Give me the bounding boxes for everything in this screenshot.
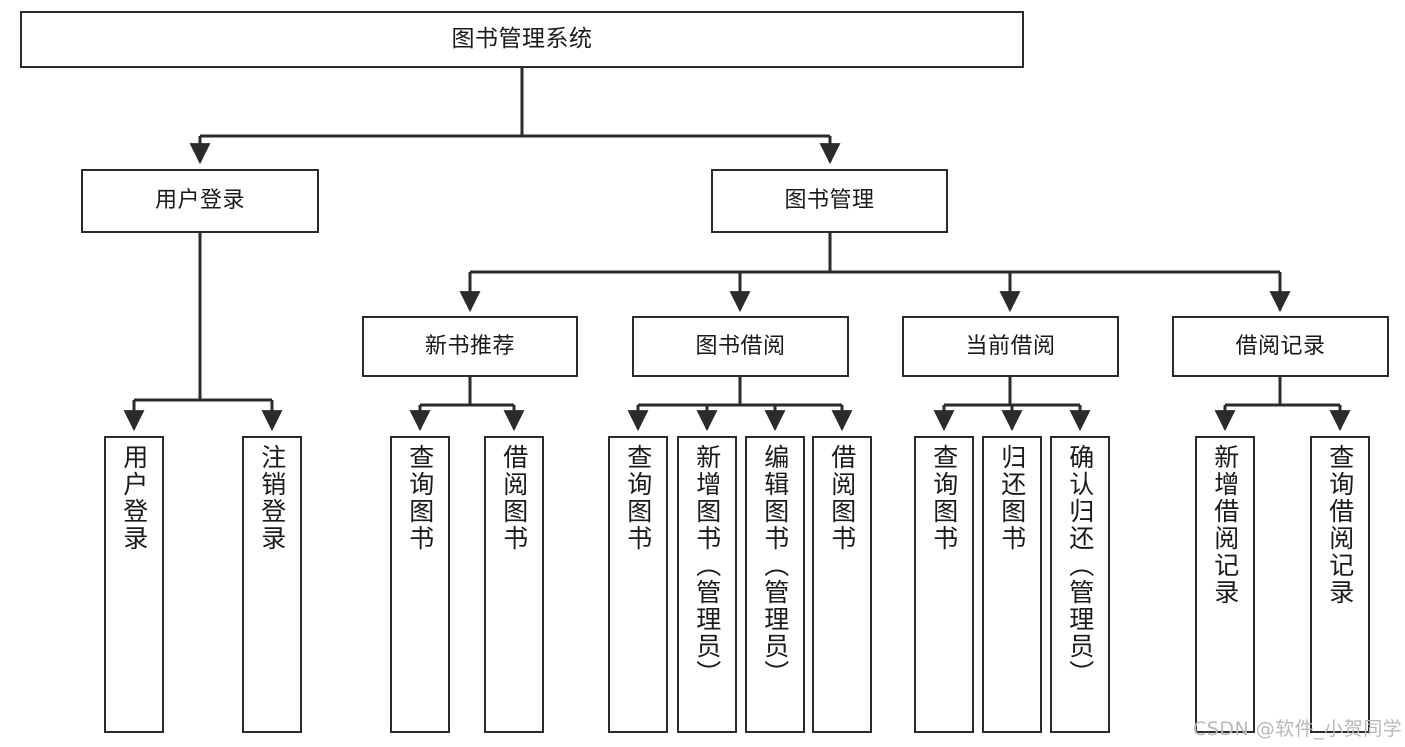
node-label: 查询图书 — [623, 444, 653, 552]
leaf-return-book[interactable]: 归还图书 — [982, 436, 1042, 733]
csdn-watermark: CSDN @软件_小贺同学 — [1193, 718, 1403, 740]
leaf-borrow-book[interactable]: 借阅图书 — [812, 436, 872, 733]
leaf-add-book-admin[interactable]: 新增图书（管理员） — [677, 436, 737, 733]
node-label: 用户登录 — [154, 188, 245, 214]
node-label: 图书管理系统 — [451, 25, 593, 52]
leaf-user-login[interactable]: 用户登录 — [104, 436, 164, 733]
leaf-edit-book-admin[interactable]: 编辑图书（管理员） — [745, 436, 805, 733]
node-new-book-recommend[interactable]: 新书推荐 — [362, 316, 578, 377]
node-label: 借阅记录 — [1235, 333, 1326, 359]
node-label: 新增借阅记录 — [1210, 444, 1240, 606]
leaf-confirm-return-admin[interactable]: 确认归还（管理员） — [1050, 436, 1110, 733]
node-label: 新书推荐 — [424, 333, 515, 359]
leaf-borrow-book-new[interactable]: 借阅图书 — [484, 436, 544, 733]
node-label: 用户登录 — [119, 444, 149, 552]
node-label: 编辑图书（管理员） — [760, 444, 790, 687]
node-book-management[interactable]: 图书管理 — [711, 169, 948, 233]
node-label: 当前借阅 — [965, 333, 1056, 359]
leaf-query-borrow-record[interactable]: 查询借阅记录 — [1310, 436, 1370, 733]
leaf-query-book-new[interactable]: 查询图书 — [390, 436, 450, 733]
node-label: 借阅图书 — [827, 444, 857, 552]
node-borrow-record[interactable]: 借阅记录 — [1172, 316, 1389, 377]
leaf-query-book-borrow[interactable]: 查询图书 — [608, 436, 668, 733]
node-label: 归还图书 — [997, 444, 1027, 552]
node-root-system[interactable]: 图书管理系统 — [20, 11, 1024, 68]
node-label: 图书借阅 — [695, 333, 786, 359]
node-label: 图书管理 — [784, 188, 875, 214]
node-book-borrow[interactable]: 图书借阅 — [632, 316, 849, 377]
leaf-query-book-current[interactable]: 查询图书 — [914, 436, 974, 733]
node-label: 借阅图书 — [499, 444, 529, 552]
leaf-add-borrow-record[interactable]: 新增借阅记录 — [1195, 436, 1255, 733]
node-label: 确认归还（管理员） — [1065, 444, 1095, 687]
node-label: 注销登录 — [257, 444, 287, 552]
node-label: 查询图书 — [405, 444, 435, 552]
node-label: 新增图书（管理员） — [692, 444, 722, 687]
node-label: 查询借阅记录 — [1325, 444, 1355, 606]
leaf-logout[interactable]: 注销登录 — [242, 436, 302, 733]
node-current-borrow[interactable]: 当前借阅 — [902, 316, 1119, 377]
node-user-login[interactable]: 用户登录 — [81, 169, 319, 233]
node-label: 查询图书 — [929, 444, 959, 552]
